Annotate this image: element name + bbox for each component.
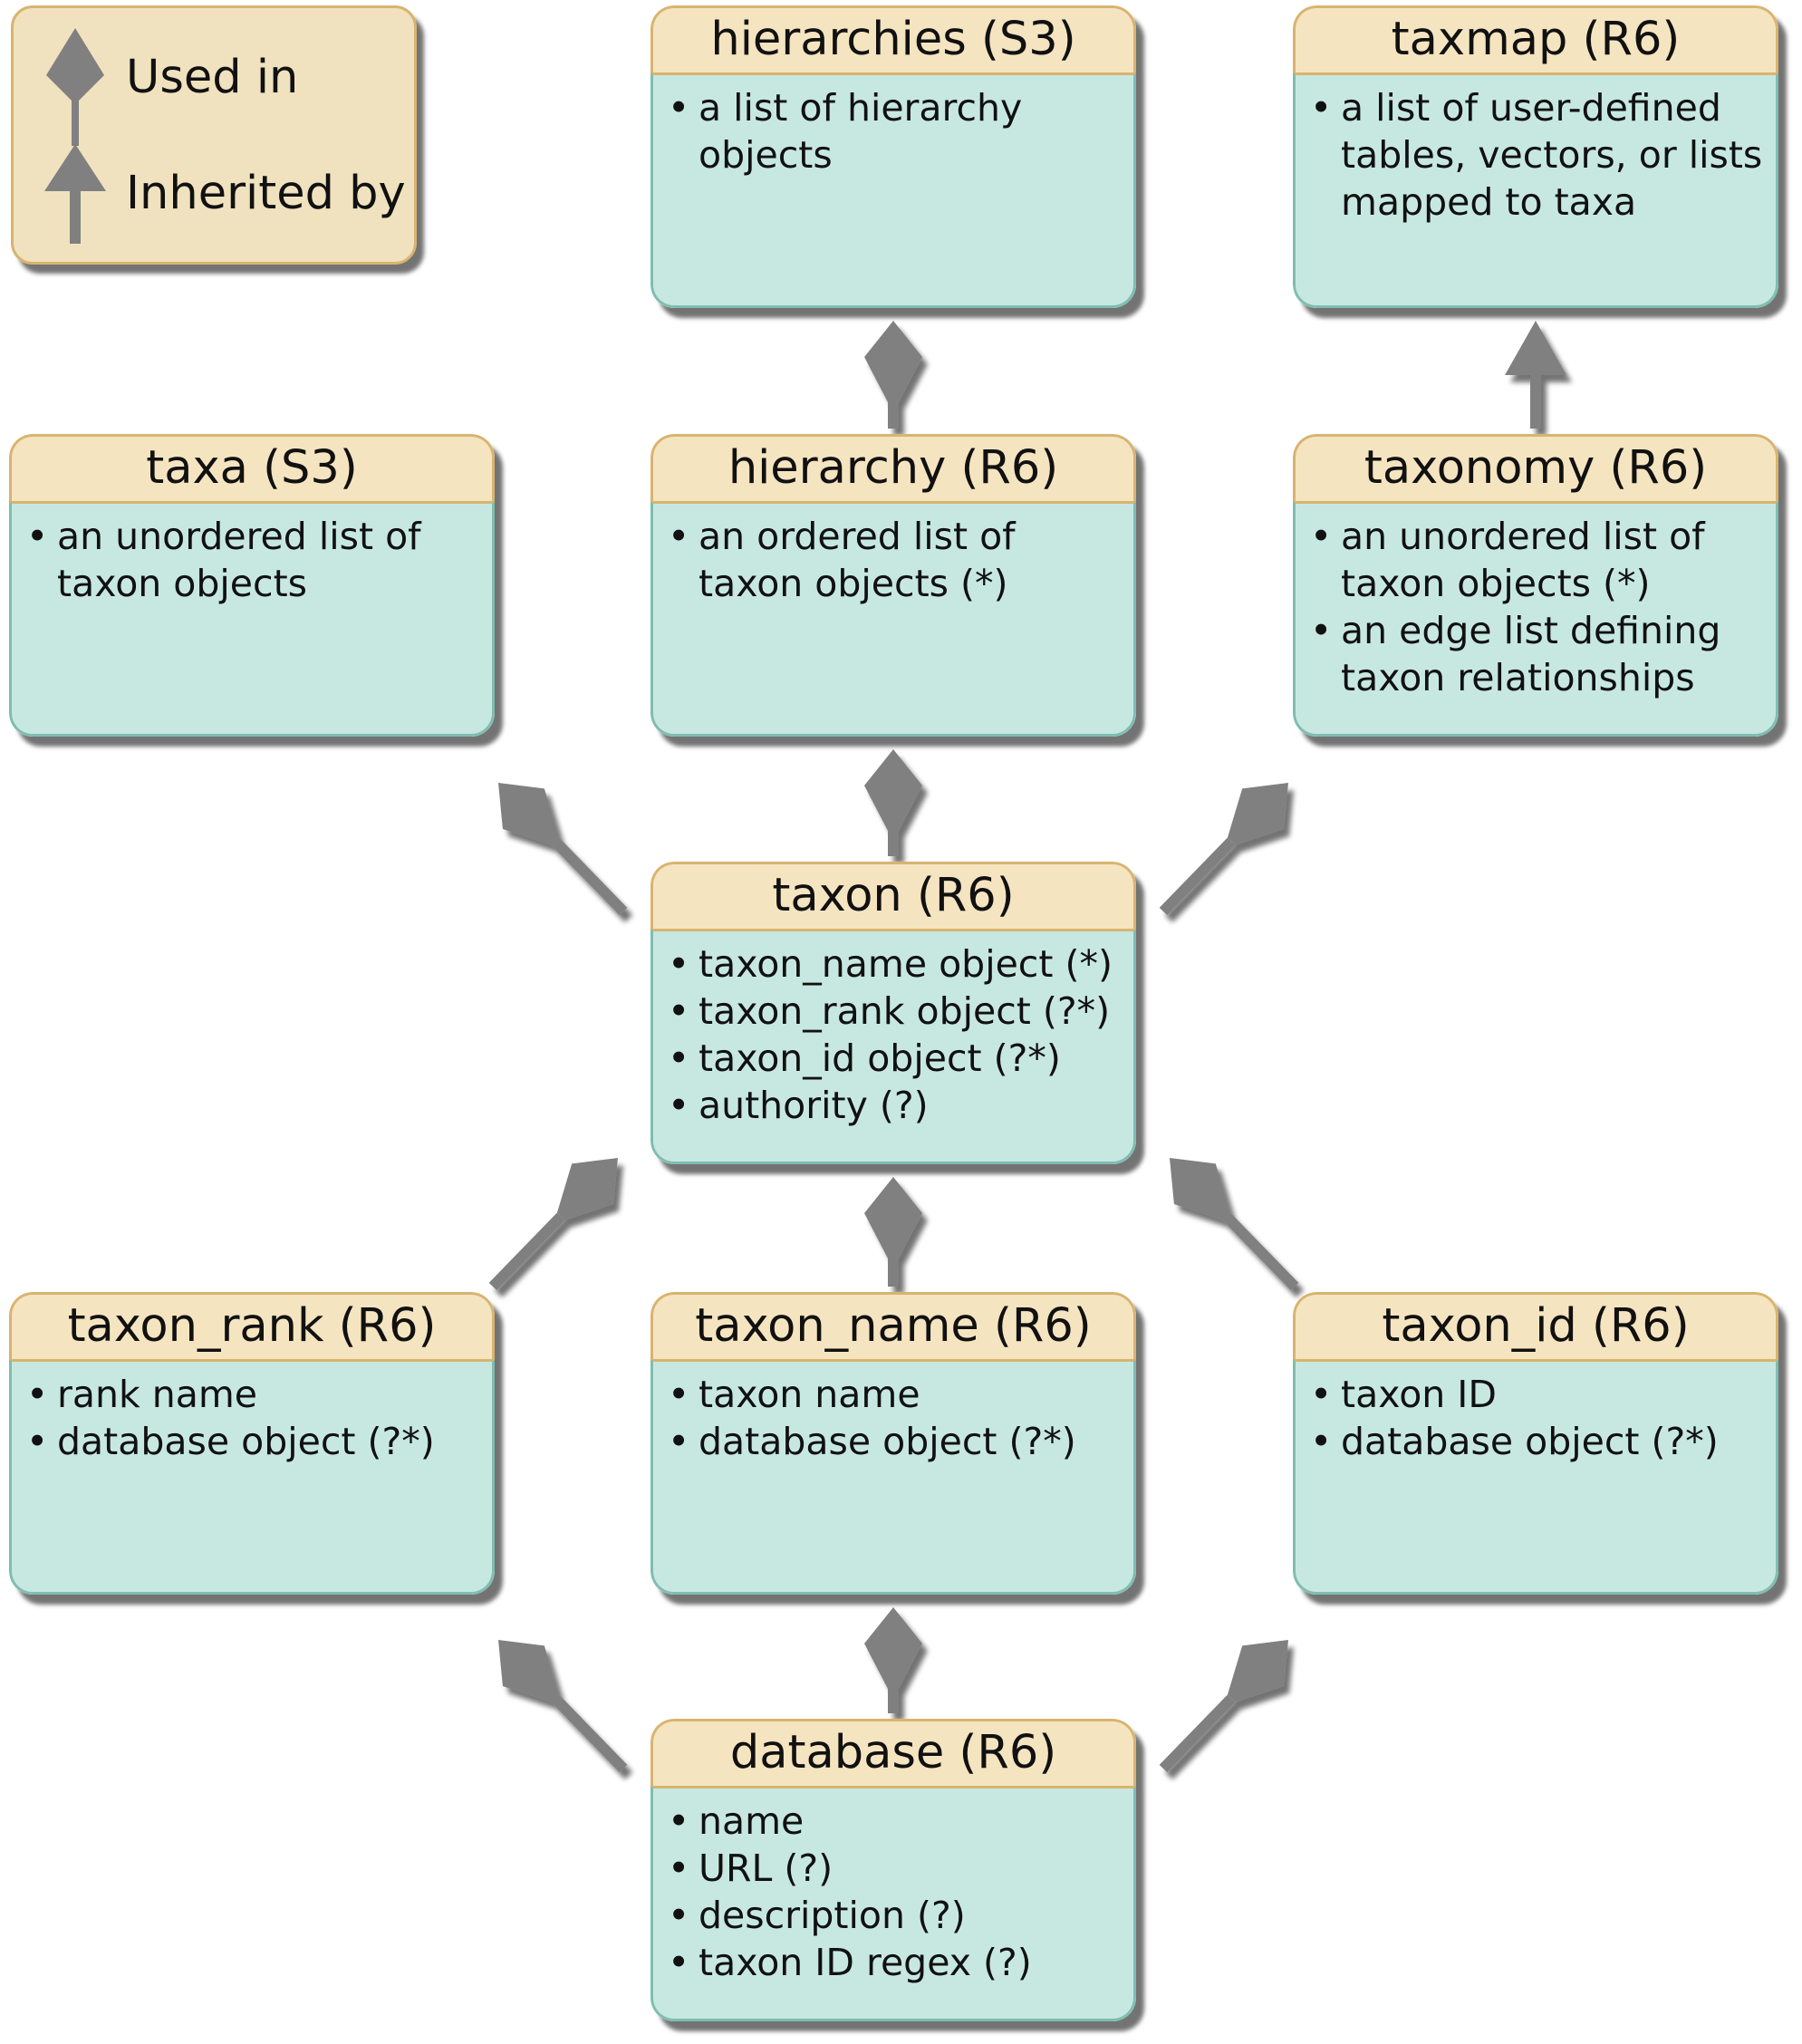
used-in-connector — [498, 1640, 628, 1773]
class-box-taxon-name: taxon_name (R6) taxon namedatabase objec… — [650, 1292, 1136, 1595]
class-title: database (R6) — [650, 1719, 1136, 1786]
used-in-connector — [864, 749, 922, 856]
used-in-connector — [488, 1158, 618, 1291]
bullet-item: taxon ID — [1306, 1371, 1763, 1418]
class-title: hierarchies (S3) — [650, 5, 1136, 72]
arrow-up-icon — [44, 144, 106, 244]
class-box-taxon-rank: taxon_rank (R6) rank namedatabase object… — [9, 1292, 495, 1595]
diamond-head — [498, 783, 560, 845]
used-in-connector — [1159, 783, 1288, 916]
class-box-taxon-id: taxon_id (R6) taxon IDdatabase object (?… — [1293, 1292, 1778, 1595]
class-box-hierarchies: hierarchies (S3) a list of hierarchy obj… — [650, 5, 1136, 308]
inherited-by-connector — [1505, 321, 1566, 429]
class-title: taxon_id (R6) — [1293, 1292, 1778, 1359]
legend: Used in Inherited by — [11, 5, 417, 265]
connector-shaft — [1222, 1212, 1299, 1291]
bullet-item: a list of hierarchy objects — [664, 84, 1121, 178]
bullet-item: taxon name — [664, 1371, 1121, 1418]
diamond-icon — [46, 28, 104, 146]
class-box-taxa: taxa (S3) an unordered list of taxon obj… — [9, 434, 495, 737]
diamond-head — [1227, 783, 1288, 845]
class-title: taxon_name (R6) — [650, 1292, 1136, 1359]
used-in-connector — [864, 321, 922, 429]
connector-shaft — [551, 837, 628, 916]
class-box-taxmap: taxmap (R6) a list of user-defined table… — [1293, 5, 1778, 308]
class-title: taxa (S3) — [9, 434, 495, 501]
class-title: taxon_rank (R6) — [9, 1292, 495, 1359]
connector-shaft — [1159, 837, 1236, 916]
diamond-head — [1227, 1640, 1288, 1702]
bullet-item: authority (?) — [664, 1082, 1121, 1129]
bullet-item: taxon ID regex (?) — [664, 1939, 1121, 1986]
diamond-head — [498, 1640, 560, 1702]
bullet-item: database object (?*) — [664, 1418, 1121, 1465]
connector-shaft — [1159, 1694, 1236, 1773]
bullet-item: URL (?) — [664, 1845, 1121, 1892]
connector-shaft — [551, 1694, 628, 1773]
class-box-hierarchy: hierarchy (R6) an ordered list of taxon … — [650, 434, 1136, 737]
used-in-connector — [1159, 1640, 1288, 1773]
class-box-taxonomy: taxonomy (R6) an unordered list of taxon… — [1293, 434, 1778, 737]
bullet-item: taxon_name object (*) — [664, 940, 1121, 988]
diamond-head — [864, 1177, 922, 1258]
bullet-item: an edge list defining taxon relationship… — [1306, 607, 1763, 701]
legend-inherited-by-label: Inherited by — [126, 167, 406, 220]
class-title: taxonomy (R6) — [1293, 434, 1778, 501]
diamond-head — [864, 1607, 922, 1689]
diamond-head — [864, 749, 922, 831]
bullet-item: taxon_rank object (?*) — [664, 988, 1121, 1035]
diamond-head — [864, 321, 922, 402]
class-title: hierarchy (R6) — [650, 434, 1136, 501]
bullet-item: a list of user-defined tables, vectors, … — [1306, 84, 1763, 226]
class-box-taxon: taxon (R6) taxon_name object (*)taxon_ra… — [650, 862, 1136, 1164]
bullet-item: description (?) — [664, 1892, 1121, 1939]
bullet-item: name — [664, 1798, 1121, 1845]
used-in-connector — [1170, 1158, 1299, 1291]
legend-used-in-label: Used in — [126, 51, 299, 104]
bullet-item: an unordered list of taxon objects (*) — [1306, 513, 1763, 607]
used-in-connector — [864, 1177, 922, 1287]
used-in-connector — [498, 783, 628, 916]
diamond-head — [1170, 1158, 1231, 1220]
connector-shaft — [488, 1212, 565, 1291]
used-in-connector — [864, 1607, 922, 1713]
bullet-item: taxon_id object (?*) — [664, 1035, 1121, 1082]
diamond-head — [556, 1158, 618, 1220]
arrow-head — [1505, 321, 1566, 375]
class-box-database: database (R6) nameURL (?)description (?)… — [650, 1719, 1136, 2021]
bullet-item: an unordered list of taxon objects — [23, 513, 479, 607]
bullet-item: an ordered list of taxon objects (*) — [664, 513, 1121, 607]
bullet-item: database object (?*) — [1306, 1418, 1763, 1465]
class-title: taxon (R6) — [650, 862, 1136, 929]
bullet-item: rank name — [23, 1371, 479, 1418]
class-title: taxmap (R6) — [1293, 5, 1778, 72]
bullet-item: database object (?*) — [23, 1418, 479, 1465]
